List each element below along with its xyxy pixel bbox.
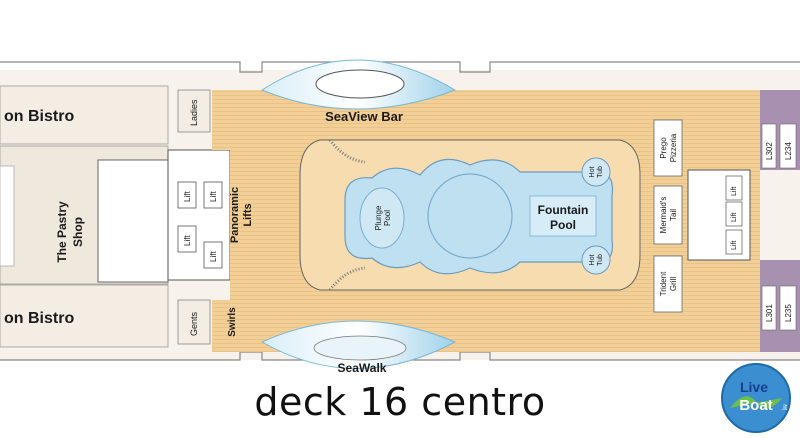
lift-label-1: Lift	[183, 191, 192, 202]
trident-grill-label-1: Trident	[659, 271, 668, 296]
aft-lift-label-2: Lift	[731, 213, 738, 222]
gents-room	[177, 299, 211, 345]
cabin-l301-label: L301	[765, 304, 774, 322]
bistro-bottom-area	[0, 284, 169, 348]
pastry-shop-label-1: The Pastry	[55, 201, 69, 263]
bistro-top-label: on Bistro	[4, 108, 74, 125]
fountain-ring	[427, 173, 513, 259]
pastry-shelf	[0, 165, 15, 267]
liveboat-logo: Live Boat .it	[721, 363, 791, 433]
bistro-bottom-label: on Bistro	[4, 310, 74, 327]
fountain-pool-water	[344, 158, 614, 275]
cabin-l302	[761, 123, 777, 169]
hot-tub-top	[581, 157, 611, 187]
seaview-bar-counter	[315, 69, 405, 99]
hot-tub-top-label-2: Tub	[597, 166, 604, 178]
lift-shaft-4	[203, 241, 223, 269]
cabin-l234-label: L234	[784, 142, 793, 160]
fountain-pool-label-2: Pool	[550, 218, 576, 232]
cabin-l302-label: L302	[765, 142, 774, 160]
hot-tub-bottom	[581, 245, 611, 275]
aft-lift-label-3: Lift	[731, 241, 738, 250]
deck-caption: deck 16 centro	[254, 380, 546, 424]
plunge-pool	[359, 187, 405, 249]
fountain-pool-label-1: Fountain	[538, 203, 589, 217]
aft-lift-1	[725, 175, 743, 201]
hot-tub-bottom-label-1: Hot	[589, 255, 596, 266]
mermaids-tail-label-2: Tail	[669, 209, 678, 221]
pastry-counter	[97, 159, 169, 283]
ladies-label: Ladies	[189, 99, 199, 126]
hot-tub-bottom-label-2: Tub	[597, 254, 604, 266]
pastry-shop-label-2: Shop	[71, 217, 85, 247]
mermaids-tail	[653, 185, 683, 245]
svg-text:Live: Live	[740, 379, 768, 395]
lift-label-2: Lift	[183, 235, 192, 246]
lift-label-3: Lift	[209, 191, 218, 202]
pool-steps-bottom	[328, 266, 366, 291]
bistro-top-area	[0, 85, 169, 145]
trident-grill	[653, 255, 683, 313]
panoramic-lifts-label-1: Panoramic	[229, 187, 241, 243]
pool-steps-top	[328, 139, 366, 164]
cabin-l301	[761, 285, 777, 331]
plunge-pool-label-2: Pool	[383, 210, 392, 226]
fountain-pool-label-area	[529, 195, 597, 237]
aft-lift-2	[725, 201, 743, 227]
mermaids-tail-label-1: Mermaid's	[659, 197, 668, 234]
svg-text:.it: .it	[781, 403, 788, 412]
seawalk-label: SeaWalk	[338, 361, 387, 375]
seawalk-glass-floor	[313, 335, 407, 361]
gents-label: Gents	[189, 311, 199, 336]
prego-label-1: Prego	[659, 137, 668, 159]
cabin-l235-label: L235	[784, 304, 793, 322]
swirls-label: Swirls	[227, 307, 238, 337]
panoramic-lifts-label-2: Lifts	[242, 203, 254, 226]
cabin-l234	[779, 123, 797, 169]
prego-label-2: Pizzeria	[669, 133, 678, 162]
plunge-pool-label-1: Plunge	[374, 205, 383, 230]
ladies-room	[177, 89, 211, 133]
aft-lift-3	[725, 229, 743, 255]
svg-text:Boat: Boat	[739, 397, 772, 414]
lift-shaft-3	[203, 181, 223, 209]
lift-shaft-2	[177, 225, 197, 253]
prego-pizzeria	[653, 119, 683, 177]
lift-label-4: Lift	[209, 251, 218, 262]
lift-shaft-1	[177, 181, 197, 209]
aft-lift-label-1: Lift	[731, 187, 738, 196]
trident-grill-label-2: Grill	[669, 277, 678, 291]
cabin-l235	[779, 285, 797, 331]
hot-tub-top-label-1: Hot	[589, 167, 596, 178]
seaview-bar-label: SeaView Bar	[325, 109, 403, 124]
